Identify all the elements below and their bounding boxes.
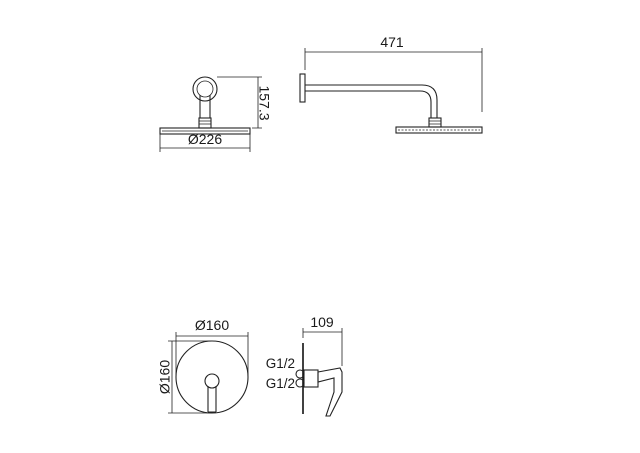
showerhead-front-view: 157.3 Ø226 bbox=[159, 76, 272, 152]
mixer-side-view: 109 G1/2 G1/2 bbox=[266, 314, 343, 417]
mixer-lever bbox=[207, 386, 217, 413]
mixer-handle-hub bbox=[204, 373, 220, 389]
showerhead-side-view: 471 bbox=[299, 34, 483, 134]
mixer-cover-plate bbox=[175, 340, 249, 414]
dim-line-drop bbox=[217, 76, 262, 129]
dim-line-depth bbox=[302, 328, 343, 366]
connector-nut bbox=[198, 117, 212, 129]
wall-flange-side bbox=[299, 73, 306, 103]
dim-arm-length-label: 471 bbox=[380, 34, 404, 50]
dim-plate-width-label: Ø160 bbox=[195, 317, 229, 333]
thread-label-lower: G1/2 bbox=[266, 376, 295, 391]
thread-label-upper: G1/2 bbox=[266, 356, 295, 371]
dim-line-arm-length bbox=[304, 48, 483, 112]
mixer-handle-side bbox=[317, 367, 343, 417]
wall-flange bbox=[192, 76, 218, 102]
mixer-front-view: Ø160 Ø160 bbox=[157, 317, 249, 414]
connector-side bbox=[428, 117, 442, 128]
shower-arm-upper bbox=[305, 84, 438, 118]
dim-depth-label: 109 bbox=[310, 314, 334, 330]
dim-drop-label: 157.3 bbox=[256, 85, 272, 120]
dim-line-plate-width bbox=[175, 332, 249, 377]
dim-plate-height-label: Ø160 bbox=[157, 360, 173, 394]
showerhead-plate-front bbox=[159, 127, 251, 135]
dim-line-diameter bbox=[159, 134, 251, 152]
shower-arm-lower bbox=[305, 90, 432, 118]
mixer-body bbox=[303, 369, 319, 388]
wall-flange-inner bbox=[196, 80, 214, 98]
dim-line-plate-height bbox=[168, 340, 212, 414]
dim-diameter-label: Ø226 bbox=[188, 131, 222, 147]
showerhead-plate-side bbox=[395, 126, 483, 134]
shower-arm-front bbox=[199, 95, 211, 118]
